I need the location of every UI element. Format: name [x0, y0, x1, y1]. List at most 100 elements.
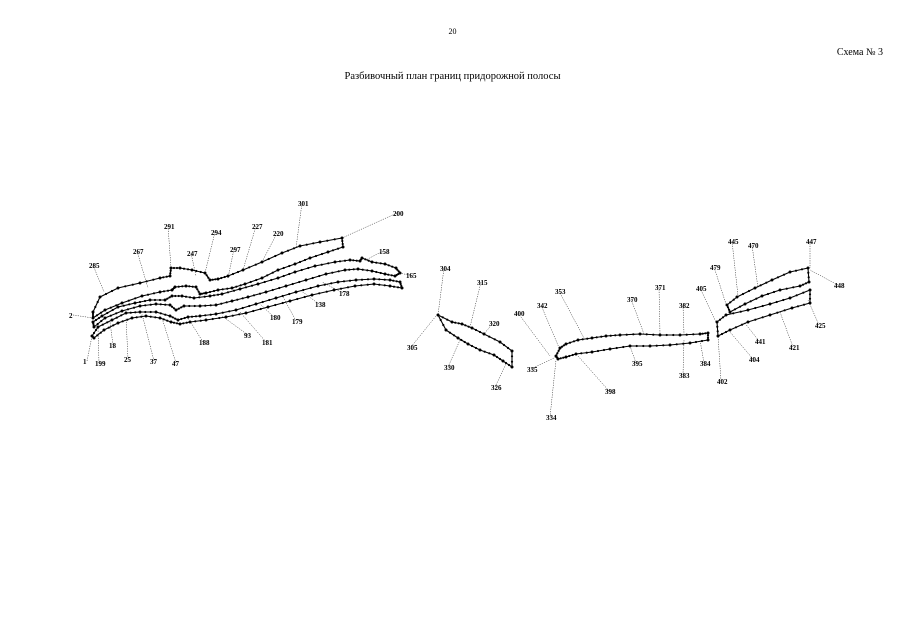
- boundary-node: [127, 299, 130, 302]
- boundary-node: [586, 337, 589, 340]
- boundary-node: [248, 304, 251, 308]
- point-label: 353: [555, 288, 566, 296]
- boundary-node: [343, 259, 347, 262]
- boundary-node: [149, 303, 152, 306]
- boundary-node: [580, 352, 583, 355]
- boundary-node: [223, 275, 226, 279]
- boundary-node: [278, 286, 281, 290]
- boundary-node: [754, 306, 757, 310]
- boundary-node: [749, 300, 752, 303]
- boundary-node: [166, 319, 169, 322]
- boundary-node: [92, 331, 96, 335]
- boundary-node: [162, 318, 165, 321]
- boundary-node: [323, 283, 326, 286]
- boundary-node: [221, 311, 224, 314]
- boundary-node: [510, 355, 514, 358]
- boundary-node: [138, 281, 142, 285]
- boundary-node: [172, 266, 176, 270]
- boundary-node: [788, 270, 792, 274]
- boundary-node: [721, 316, 725, 319]
- boundary-node: [98, 295, 102, 299]
- boundary-node: [163, 298, 167, 302]
- boundary-node: [111, 308, 114, 312]
- boundary-node: [795, 294, 798, 297]
- boundary-node: [360, 278, 364, 281]
- boundary-node: [198, 304, 202, 308]
- boundary-node: [168, 274, 172, 278]
- boundary-node: [608, 347, 612, 351]
- boundary-node: [325, 290, 328, 293]
- boundary-node: [293, 262, 297, 266]
- leader-line: [136, 250, 149, 289]
- boundary-node: [452, 334, 456, 337]
- boundary-node: [692, 333, 695, 336]
- boundary-node: [595, 336, 598, 339]
- boundary-node: [798, 284, 802, 288]
- boundary-node: [768, 313, 772, 317]
- boundary-node: [367, 259, 370, 262]
- point-label: 220: [273, 230, 284, 238]
- boundary-node: [576, 338, 580, 342]
- boundary-node: [568, 354, 571, 358]
- boundary-node: [442, 323, 445, 327]
- boundary-node: [783, 309, 786, 312]
- boundary-node: [109, 306, 112, 309]
- boundary-node: [557, 349, 560, 352]
- boundary-node: [244, 311, 248, 315]
- boundary-node: [172, 307, 176, 310]
- boundary-node: [270, 278, 273, 282]
- boundary-node: [785, 287, 788, 290]
- point-label: 304: [440, 265, 451, 273]
- point-label: 47: [172, 360, 180, 368]
- boundary-node: [614, 334, 617, 337]
- point-label: 18: [109, 342, 117, 350]
- boundary-node: [493, 338, 496, 341]
- boundary-node: [495, 355, 499, 359]
- boundary-node: [100, 319, 103, 323]
- boundary-node: [308, 256, 312, 260]
- boundary-node: [188, 296, 192, 299]
- boundary-node: [343, 268, 347, 272]
- boundary-node: [807, 271, 810, 274]
- boundary-node: [302, 288, 305, 292]
- point-label: 370: [627, 296, 638, 304]
- boundary-node: [741, 292, 745, 296]
- boundary-node: [94, 305, 97, 309]
- boundary-node: [288, 292, 291, 296]
- boundary-node: [110, 318, 114, 322]
- boundary-node: [121, 320, 124, 323]
- boundary-outlines: [91, 237, 811, 368]
- boundary-node: [555, 355, 558, 359]
- boundary-node: [729, 301, 732, 304]
- boundary-node: [560, 345, 564, 348]
- leader-line: [259, 303, 275, 318]
- boundary-node: [770, 278, 774, 282]
- boundary-node: [101, 323, 104, 326]
- boundary-node: [183, 316, 186, 320]
- boundary-node: [387, 264, 390, 267]
- boundary-node: [788, 296, 792, 300]
- boundary-node: [331, 271, 334, 274]
- boundary-node: [556, 352, 559, 355]
- boundary-node: [239, 284, 242, 287]
- boundary-node: [733, 308, 737, 311]
- boundary-node: [782, 273, 786, 276]
- boundary-node: [366, 283, 369, 286]
- boundary-node: [199, 270, 202, 274]
- boundary-node: [228, 310, 231, 313]
- boundary-node: [800, 268, 804, 271]
- boundary-node: [264, 290, 268, 294]
- boundary-node: [97, 316, 101, 320]
- point-label: 2: [69, 312, 73, 320]
- boundary-node: [572, 340, 576, 343]
- boundary-node: [694, 340, 698, 344]
- leader-line: [447, 339, 461, 368]
- boundary-node: [672, 333, 675, 337]
- boundary-node: [106, 321, 109, 324]
- boundary-node: [172, 321, 176, 324]
- boundary-node: [214, 278, 217, 281]
- boundary-node: [761, 304, 764, 308]
- boundary-node: [808, 297, 812, 300]
- boundary-node: [456, 336, 460, 340]
